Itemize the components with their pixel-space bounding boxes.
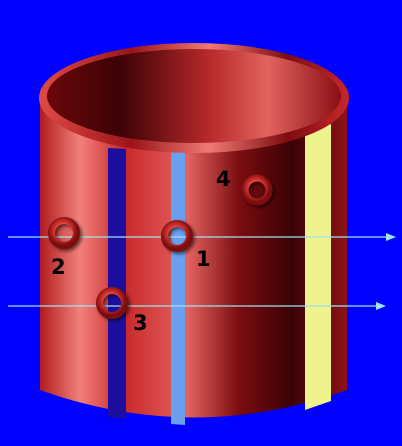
stripe-light-blue	[171, 152, 185, 425]
ring-1	[161, 220, 193, 252]
ray-lower	[8, 302, 386, 310]
ring-4-label: 4	[216, 167, 231, 191]
ring-3	[96, 287, 128, 319]
stripe-dark-blue	[108, 148, 126, 419]
ring-2-label: 2	[51, 255, 66, 279]
ray-upper-arrowhead	[386, 233, 396, 241]
stripe-yellow	[305, 124, 331, 410]
ray-lower-arrowhead	[376, 302, 386, 310]
ring-1-label: 1	[196, 247, 211, 271]
cylinder-interior	[47, 49, 341, 143]
ray-upper	[8, 233, 396, 241]
ring-2	[48, 217, 80, 249]
ring-3-label: 3	[133, 311, 148, 335]
ring-4	[241, 174, 273, 206]
